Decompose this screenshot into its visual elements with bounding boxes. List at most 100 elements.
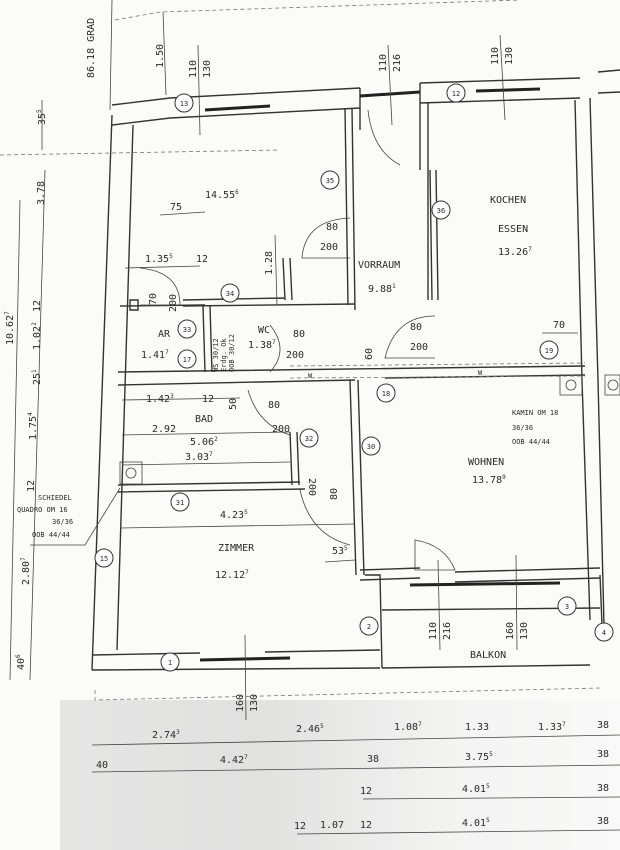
plan-label: 18 (382, 390, 390, 398)
plan-label: 34 (226, 290, 234, 298)
plan-label: 4.427 (220, 754, 248, 766)
plan-label: 80 (293, 329, 305, 340)
plan-label: 1.28 (264, 251, 275, 275)
plan-label: 38 (597, 783, 609, 794)
plan-label: 3.78 (36, 181, 47, 205)
plan-label: 32 (305, 435, 313, 443)
plan-label: Erdg. Ok (220, 337, 228, 372)
plan-label: 200 (306, 478, 317, 496)
plan-label: 17 (183, 356, 191, 364)
plan-label: 2.465 (296, 723, 324, 735)
plan-label: 2.92 (152, 424, 176, 435)
plan-label: 1.087 (394, 721, 422, 733)
scan-shadow (60, 700, 620, 850)
plan-label: 200 (286, 350, 304, 361)
marker-15: 15 (94, 548, 114, 568)
plan-label: 4.015 (462, 783, 490, 795)
marker-1: 1 (160, 652, 180, 672)
plan-label: 1.33 (465, 722, 489, 733)
plan-label: 30 (367, 443, 375, 451)
plan-label: W (308, 372, 313, 380)
room-ar: AR (158, 329, 171, 340)
walls (91, 69, 620, 671)
marker-36: 36 (431, 200, 451, 220)
plan-label: 33 (183, 326, 191, 334)
dim-label: 110 (378, 54, 389, 72)
dim-label: 1.50 (155, 44, 166, 68)
chimney-notes: KAMIN OM 18 36/36 OOB 44/44 SCHIEDEL QUA… (17, 334, 558, 539)
plan-label: 200 (410, 342, 428, 353)
plan-label: W (478, 369, 483, 377)
plan-label: 1.022 (31, 322, 43, 350)
plan-label: 36/36 (52, 518, 73, 526)
room-area-hall: 14.556 (205, 189, 239, 201)
plan-label: 1.754 (27, 412, 39, 440)
marker-3: 3 (557, 596, 577, 616)
plan-label: 3 (565, 603, 569, 611)
plan-label: SCHIEDEL (38, 494, 72, 502)
plan-label: 12 (360, 820, 372, 831)
plan-label: 75 (170, 202, 182, 213)
plan-label: 15 (100, 555, 108, 563)
plan-label: 200 (168, 294, 179, 312)
marker-33: 33 (177, 319, 197, 339)
chimneys (30, 374, 620, 546)
plan-label: 36/36 (512, 424, 533, 432)
room-area-wohnen: 13.789 (472, 474, 506, 486)
plan-label: 1.355 (145, 253, 173, 265)
bottom-dimensions: 2.743 2.465 1.087 1.33 1.337 38 40 4.427… (96, 720, 609, 832)
plan-label: 50 (228, 398, 239, 410)
plan-label: 31 (176, 499, 184, 507)
plan-label: 3.037 (185, 451, 213, 463)
plan-label: 80 (326, 222, 338, 233)
wall-markers: 13 12 35 36 34 33 17 19 18 30 32 31 15 1… (94, 83, 614, 672)
plan-label: 1.337 (538, 721, 566, 733)
room-area-zimmer: 12.127 (215, 569, 249, 581)
room-area-bad: 5.062 (190, 436, 218, 448)
room-area-ar: 1.417 (141, 349, 169, 361)
plan-label: 70 (553, 320, 565, 331)
plan-label: 2.807 (20, 557, 32, 585)
dim-label: 110 (490, 47, 501, 65)
plan-label: OOB 30/12 (228, 334, 236, 372)
dim-label: 216 (392, 54, 403, 72)
plan-label: 1.07 (320, 820, 344, 831)
plan-label: 130 (249, 694, 260, 712)
plan-label: 355 (36, 109, 48, 125)
plan-label: 4.235 (220, 509, 248, 521)
plan-label: 80 (329, 488, 340, 500)
plan-label: 10.627 (4, 311, 16, 345)
plan-label: 12 (196, 254, 208, 265)
window-12 (475, 87, 541, 93)
plan-label: 200 (320, 242, 338, 253)
plan-label: 216 (442, 622, 453, 640)
plan-label: 1 (168, 659, 172, 667)
plan-label: 35 (326, 177, 334, 185)
plan-label: 12 (452, 90, 460, 98)
room-essen: ESSEN (498, 224, 528, 235)
inner-dimensions: 75 1.355 12 1.28 70 200 80 200 80 200 80… (145, 202, 565, 712)
room-bad: BAD (195, 414, 213, 425)
plan-label: 80 (268, 400, 280, 411)
room-kochen: KOCHEN (490, 195, 526, 206)
plan-label: 60 (364, 348, 375, 360)
marker-32: 32 (299, 428, 319, 448)
room-wc: WC (258, 325, 270, 336)
plan-label: 80 (410, 322, 422, 333)
plan-label: 200 (272, 424, 290, 435)
plan-label: 38 (597, 816, 609, 827)
plan-label: 12 (294, 821, 306, 832)
plan-label: WS 30/12 (212, 338, 220, 372)
plan-label: 13 (180, 100, 188, 108)
plan-label: 2 (367, 623, 371, 631)
dim-label: 130 (504, 47, 515, 65)
site-lines (0, 0, 601, 701)
plan-label: 3.755 (465, 751, 493, 763)
dim-label: 110 (188, 60, 199, 78)
plan-label: 251 (31, 369, 43, 385)
marker-35: 35 (320, 170, 340, 190)
plan-label: 160 (235, 694, 246, 712)
plan-label: 12 (360, 786, 372, 797)
plan-label: 535 (332, 545, 348, 557)
